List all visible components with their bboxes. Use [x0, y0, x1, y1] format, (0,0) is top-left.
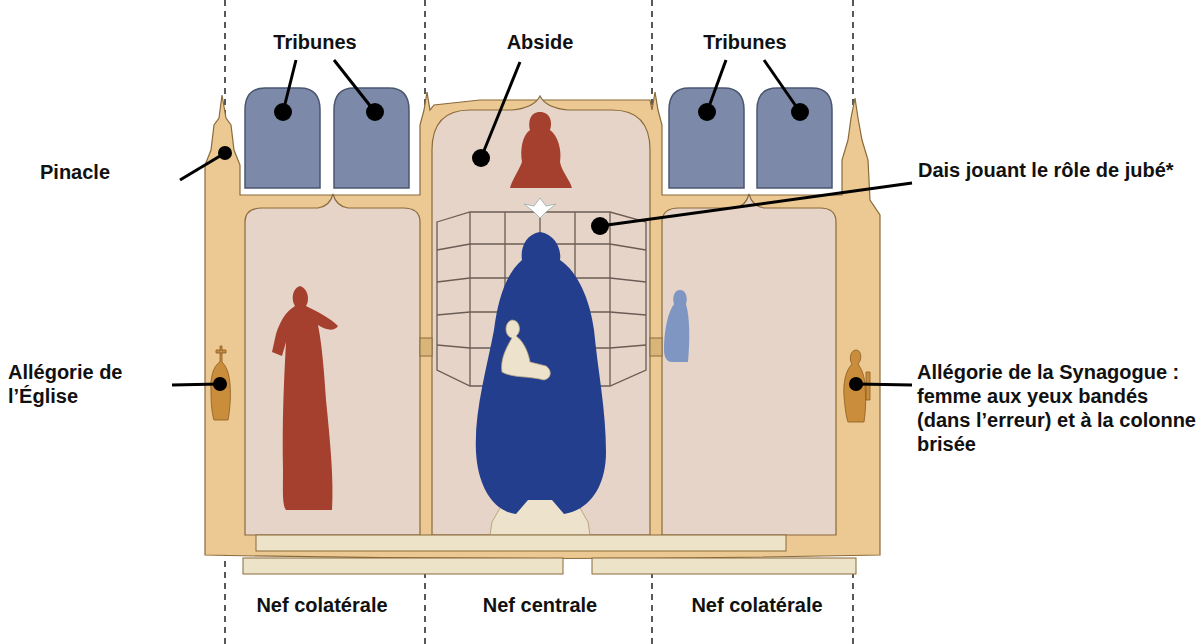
leader-line: [172, 384, 220, 385]
leader-dot: [791, 103, 809, 121]
nave-label: Nef colatérale: [659, 593, 855, 617]
plinth-step: [256, 535, 786, 551]
virgin-figure: [476, 232, 606, 514]
church-allegory: [211, 346, 231, 420]
leader-dots: [213, 103, 863, 391]
leader-dot: [274, 103, 292, 121]
dove: [524, 198, 556, 218]
plinth-step: [243, 558, 563, 574]
leader-line: [600, 183, 912, 226]
nave-label: Nef centrale: [430, 593, 650, 617]
small-statue: [664, 290, 689, 362]
leader-line: [481, 62, 520, 158]
leader-dot: [472, 149, 490, 167]
child-figure: [502, 320, 551, 380]
leader-lines: [172, 60, 912, 385]
part-label: Dais jouant le rôle de jubé*: [918, 158, 1198, 182]
part-label: Tribunes: [235, 30, 395, 54]
synagogue-allegory: [844, 350, 870, 422]
leader-dot: [213, 377, 227, 391]
capital: [650, 338, 662, 356]
plinth-step: [592, 558, 856, 574]
part-label: Allégorie de la Synagogue : femme aux ye…: [917, 360, 1199, 456]
part-label: Allégorie de l’Église: [8, 360, 172, 408]
part-label: Abside: [460, 30, 620, 54]
leader-dot: [218, 146, 232, 160]
leader-line: [764, 60, 800, 112]
saint-figure: [272, 286, 338, 510]
side-panel: [662, 194, 836, 535]
part-label: Tribunes: [665, 30, 825, 54]
apse-bust: [510, 112, 572, 188]
central-panel: [432, 96, 650, 535]
tribune-arch: [334, 88, 409, 188]
part-label: Pinacle: [40, 160, 180, 184]
leader-dot: [849, 377, 863, 391]
base-plinth: [243, 535, 856, 574]
side-panel: [245, 194, 420, 535]
leader-dot: [366, 103, 384, 121]
capital: [420, 338, 432, 356]
panels: [245, 96, 836, 535]
leader-line: [856, 384, 912, 385]
leader-dot: [698, 103, 716, 121]
tribune-arch: [245, 88, 320, 188]
nave-label: Nef colatérale: [224, 593, 420, 617]
leader-line: [334, 60, 375, 112]
allegory-statues: [211, 346, 870, 422]
leader-dot: [591, 217, 609, 235]
tribune-arch: [669, 88, 744, 188]
nave-dividers: [225, 0, 853, 644]
leader-line: [180, 153, 225, 180]
